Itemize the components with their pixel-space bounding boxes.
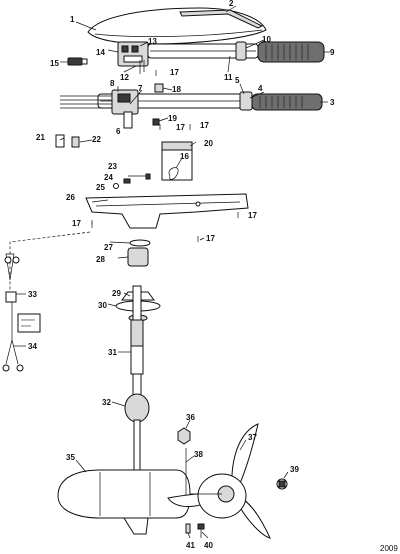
battery-leads-part-33 (4, 231, 91, 303)
terminal-part-21 (55, 134, 65, 148)
callout-17-b: 17 (176, 123, 185, 132)
callout-34: 34 (28, 342, 37, 351)
callout-37: 37 (248, 433, 257, 442)
callout-17-c: 17 (200, 121, 209, 130)
callout-6: 6 (116, 127, 121, 136)
callout-17-d: 17 (72, 219, 81, 228)
callout-17-e: 17 (248, 211, 257, 220)
bolt-part-23 (128, 173, 151, 180)
decal-plate: XXXXXXX XXXXX (17, 313, 41, 333)
clip-part-19 (152, 118, 160, 126)
callout-17-f: 17 (206, 234, 215, 243)
callout-9: 9 (330, 48, 335, 57)
document-number: 2009 (380, 544, 398, 553)
pins-part-12 (139, 60, 145, 74)
callout-36: 36 (186, 413, 195, 422)
callout-8: 8 (110, 79, 115, 88)
screw-part-40 (197, 523, 205, 538)
callout-18: 18 (172, 85, 181, 94)
callout-28: 28 (96, 255, 105, 264)
lower-housing-part-35 (57, 469, 191, 535)
callout-13: 13 (148, 37, 157, 46)
callout-39: 39 (290, 465, 299, 474)
callout-38: 38 (194, 450, 203, 459)
lower-shaft (133, 419, 141, 473)
bracket-part-7 (123, 111, 133, 129)
callout-15: 15 (50, 59, 59, 68)
propeller-part-37 (167, 423, 271, 539)
callout-11: 11 (224, 73, 233, 82)
callout-19: 19 (168, 114, 177, 123)
callout-10: 10 (262, 35, 271, 44)
callout-16: 16 (180, 152, 189, 161)
leader-lines (14, 5, 330, 539)
mount-bracket-part-26 (85, 193, 249, 229)
callout-20: 20 (204, 139, 213, 148)
decal-line-1: XXXXXXX (21, 318, 35, 322)
callout-33: 33 (28, 290, 37, 299)
wires-part-6 (60, 95, 116, 109)
callout-29: 29 (112, 289, 121, 298)
callout-labels: 1 2 3 4 5 6 7 8 9 10 11 12 13 14 15 16 1… (28, 0, 335, 550)
callout-14: 14 (96, 48, 105, 57)
callout-26: 26 (66, 193, 75, 202)
grip-part-3 (251, 93, 323, 111)
callout-24: 24 (104, 173, 113, 182)
collar-part-5 (239, 91, 253, 111)
callout-40: 40 (204, 541, 213, 550)
coupler-part-32 (124, 393, 150, 423)
callout-21: 21 (36, 133, 45, 142)
spring-part-16 (168, 167, 179, 180)
callout-32: 32 (102, 398, 111, 407)
washer-part-41 (185, 523, 191, 534)
callout-3: 3 (330, 98, 335, 107)
callout-22: 22 (92, 135, 101, 144)
bushing-part-28 (127, 247, 149, 267)
switch-part-8 (111, 89, 139, 115)
callout-7: 7 (138, 84, 143, 93)
callout-35: 35 (66, 453, 75, 462)
nut-part-36 (177, 427, 191, 445)
callout-4: 4 (258, 84, 263, 93)
washer-part-25 (113, 183, 119, 189)
decal-line-2: XXXXX (21, 324, 31, 328)
callout-2: 2 (229, 0, 234, 8)
terminal-part-22 (71, 136, 80, 148)
spacer-part-27 (129, 239, 151, 247)
top-cover-part-1 (87, 7, 267, 45)
switch-block-part-13 (117, 41, 149, 67)
prop-nut-part-39 (276, 478, 288, 490)
callout-12: 12 (120, 73, 129, 82)
connector-part-15 (67, 57, 88, 66)
callout-23: 23 (108, 162, 117, 171)
shaft-part-31 (130, 285, 144, 403)
callout-31: 31 (108, 348, 117, 357)
battery-leads-part-34 (2, 302, 24, 372)
screw-part-24 (123, 178, 131, 184)
callout-41: 41 (186, 541, 195, 550)
callout-5: 5 (235, 76, 240, 85)
callout-30: 30 (98, 301, 107, 310)
callout-25: 25 (96, 183, 105, 192)
callout-1: 1 (70, 15, 75, 24)
nut-part-18 (154, 83, 164, 93)
callout-17-a: 17 (170, 68, 179, 77)
handle-grip-part-9 (257, 41, 325, 63)
ring-part-10 (235, 41, 247, 61)
callout-27: 27 (104, 243, 113, 252)
hardware-part-17 (91, 70, 239, 242)
